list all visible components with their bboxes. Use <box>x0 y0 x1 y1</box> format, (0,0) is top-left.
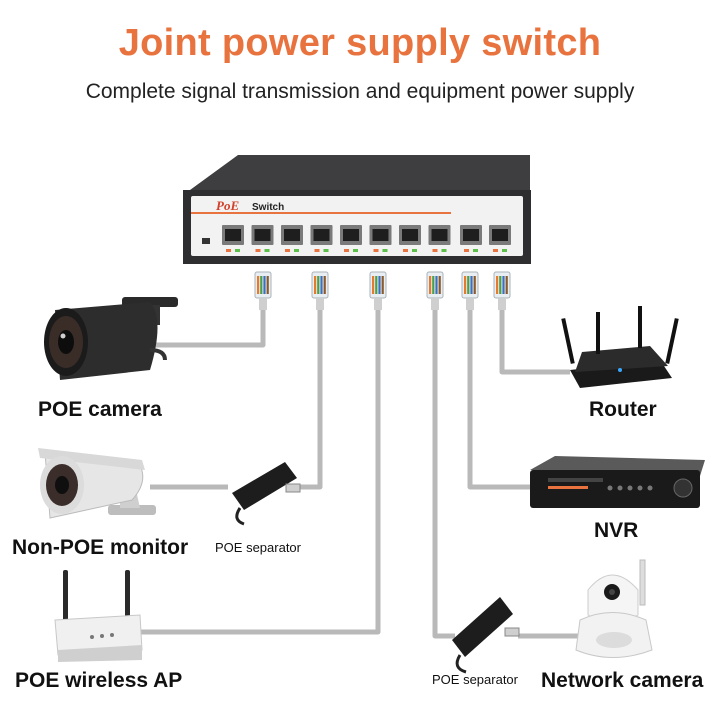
network-camera-icon <box>575 559 653 658</box>
non-poe-monitor-camera-icon <box>38 448 156 519</box>
poe-port <box>281 225 303 252</box>
rj45-plug <box>369 271 387 310</box>
poe-port <box>369 225 392 252</box>
page-title: Joint power supply switch <box>118 22 602 64</box>
label-poe-separator-1: POE separator <box>215 540 301 555</box>
poe-port <box>222 225 244 252</box>
cable-poe-camera <box>150 310 266 348</box>
rj45-plug <box>311 271 329 310</box>
page-subtitle: Complete signal transmission and equipme… <box>85 80 635 103</box>
rj45-plugs <box>254 271 511 310</box>
cable-router <box>499 310 570 375</box>
label-non-poe-monitor: Non-POE monitor <box>12 536 189 559</box>
poe-camera-icon <box>44 297 178 380</box>
rj45-plug <box>254 271 272 310</box>
router-icon <box>561 306 679 388</box>
cables <box>140 310 585 639</box>
switch-brand-switch: Switch <box>252 202 284 213</box>
poe-port <box>428 225 451 252</box>
cable-wireless-ap <box>140 310 381 635</box>
label-poe-separator-2: POE separator <box>432 672 518 687</box>
uplink-port <box>489 225 511 252</box>
switch-brand-poe: PoE <box>216 198 239 213</box>
switch-top-face <box>190 155 530 190</box>
label-nvr: NVR <box>594 519 639 542</box>
cable-network-camera <box>432 310 455 639</box>
poe-separator-2-icon <box>452 597 520 674</box>
nvr-icon <box>530 456 705 508</box>
switch-ports <box>222 225 511 252</box>
poe-switch: PoE Switch <box>183 155 531 264</box>
switch-stripe <box>191 212 451 214</box>
poe-port <box>340 225 362 252</box>
uplink-port <box>460 225 482 252</box>
cable-non-poe-monitor <box>300 310 323 490</box>
poe-separator-1-icon <box>232 462 301 526</box>
label-router: Router <box>589 398 657 421</box>
rj45-plug <box>426 271 444 310</box>
rj45-plug <box>461 271 479 310</box>
poe-port <box>251 225 274 252</box>
label-poe-camera: POE camera <box>38 398 162 421</box>
poe-wireless-ap-icon <box>54 570 143 662</box>
rj45-plug <box>493 271 511 310</box>
label-poe-wireless-ap: POE wireless AP <box>15 669 183 692</box>
poe-port <box>399 225 421 252</box>
label-network-camera: Network camera <box>541 669 704 692</box>
poe-port <box>310 225 333 252</box>
cable-nvr <box>467 310 530 490</box>
